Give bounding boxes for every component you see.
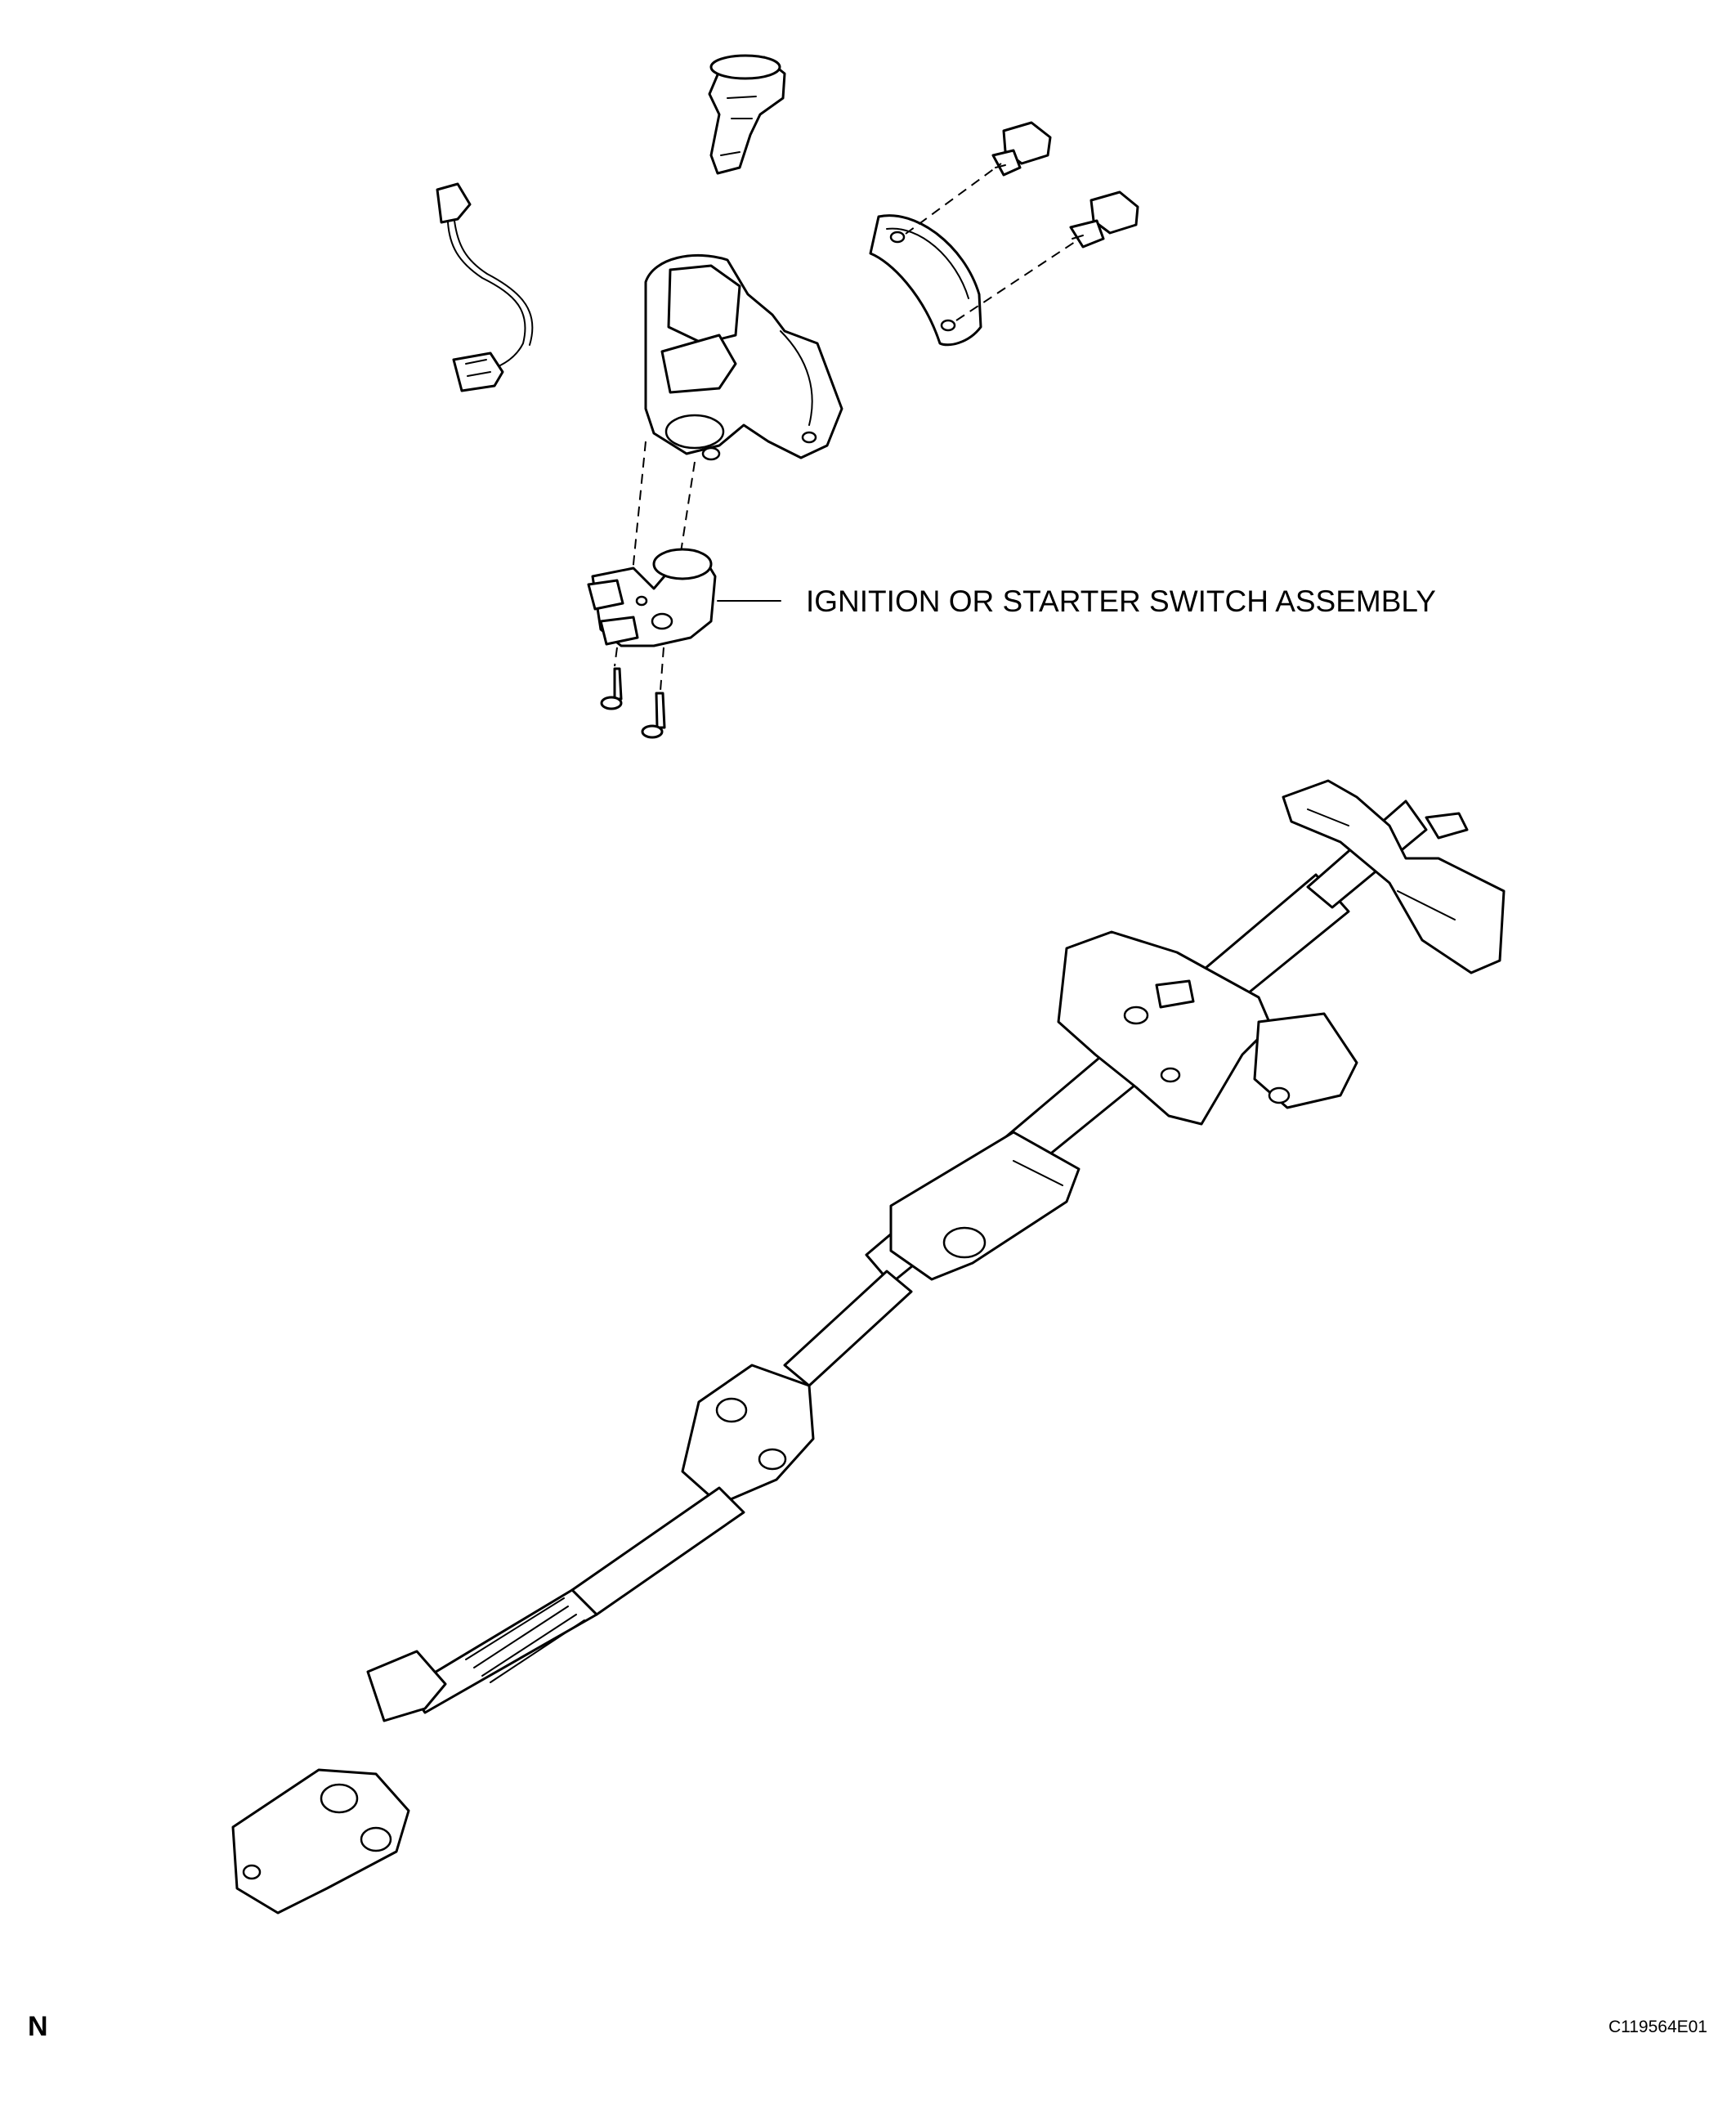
ignition-switch-label: IGNITION OR STARTER SWITCH ASSEMBLY — [806, 584, 1436, 618]
wire-harness-part — [436, 182, 534, 392]
steering-lock-housing-part — [630, 254, 843, 622]
clamp-bracket-part — [869, 163, 1076, 347]
intermediate-shaft-part — [231, 1270, 913, 1915]
key-cylinder-part — [708, 54, 786, 175]
steering-column-part — [865, 779, 1506, 1285]
view-direction-mark: N — [28, 2011, 48, 2042]
figure-code: C119564E01 — [1608, 2018, 1707, 2036]
screw-right — [641, 692, 666, 739]
bolt-lower — [1069, 190, 1139, 249]
ignition-switch-part — [587, 548, 781, 692]
screw-left — [600, 667, 623, 710]
bolt-upper — [991, 121, 1052, 177]
